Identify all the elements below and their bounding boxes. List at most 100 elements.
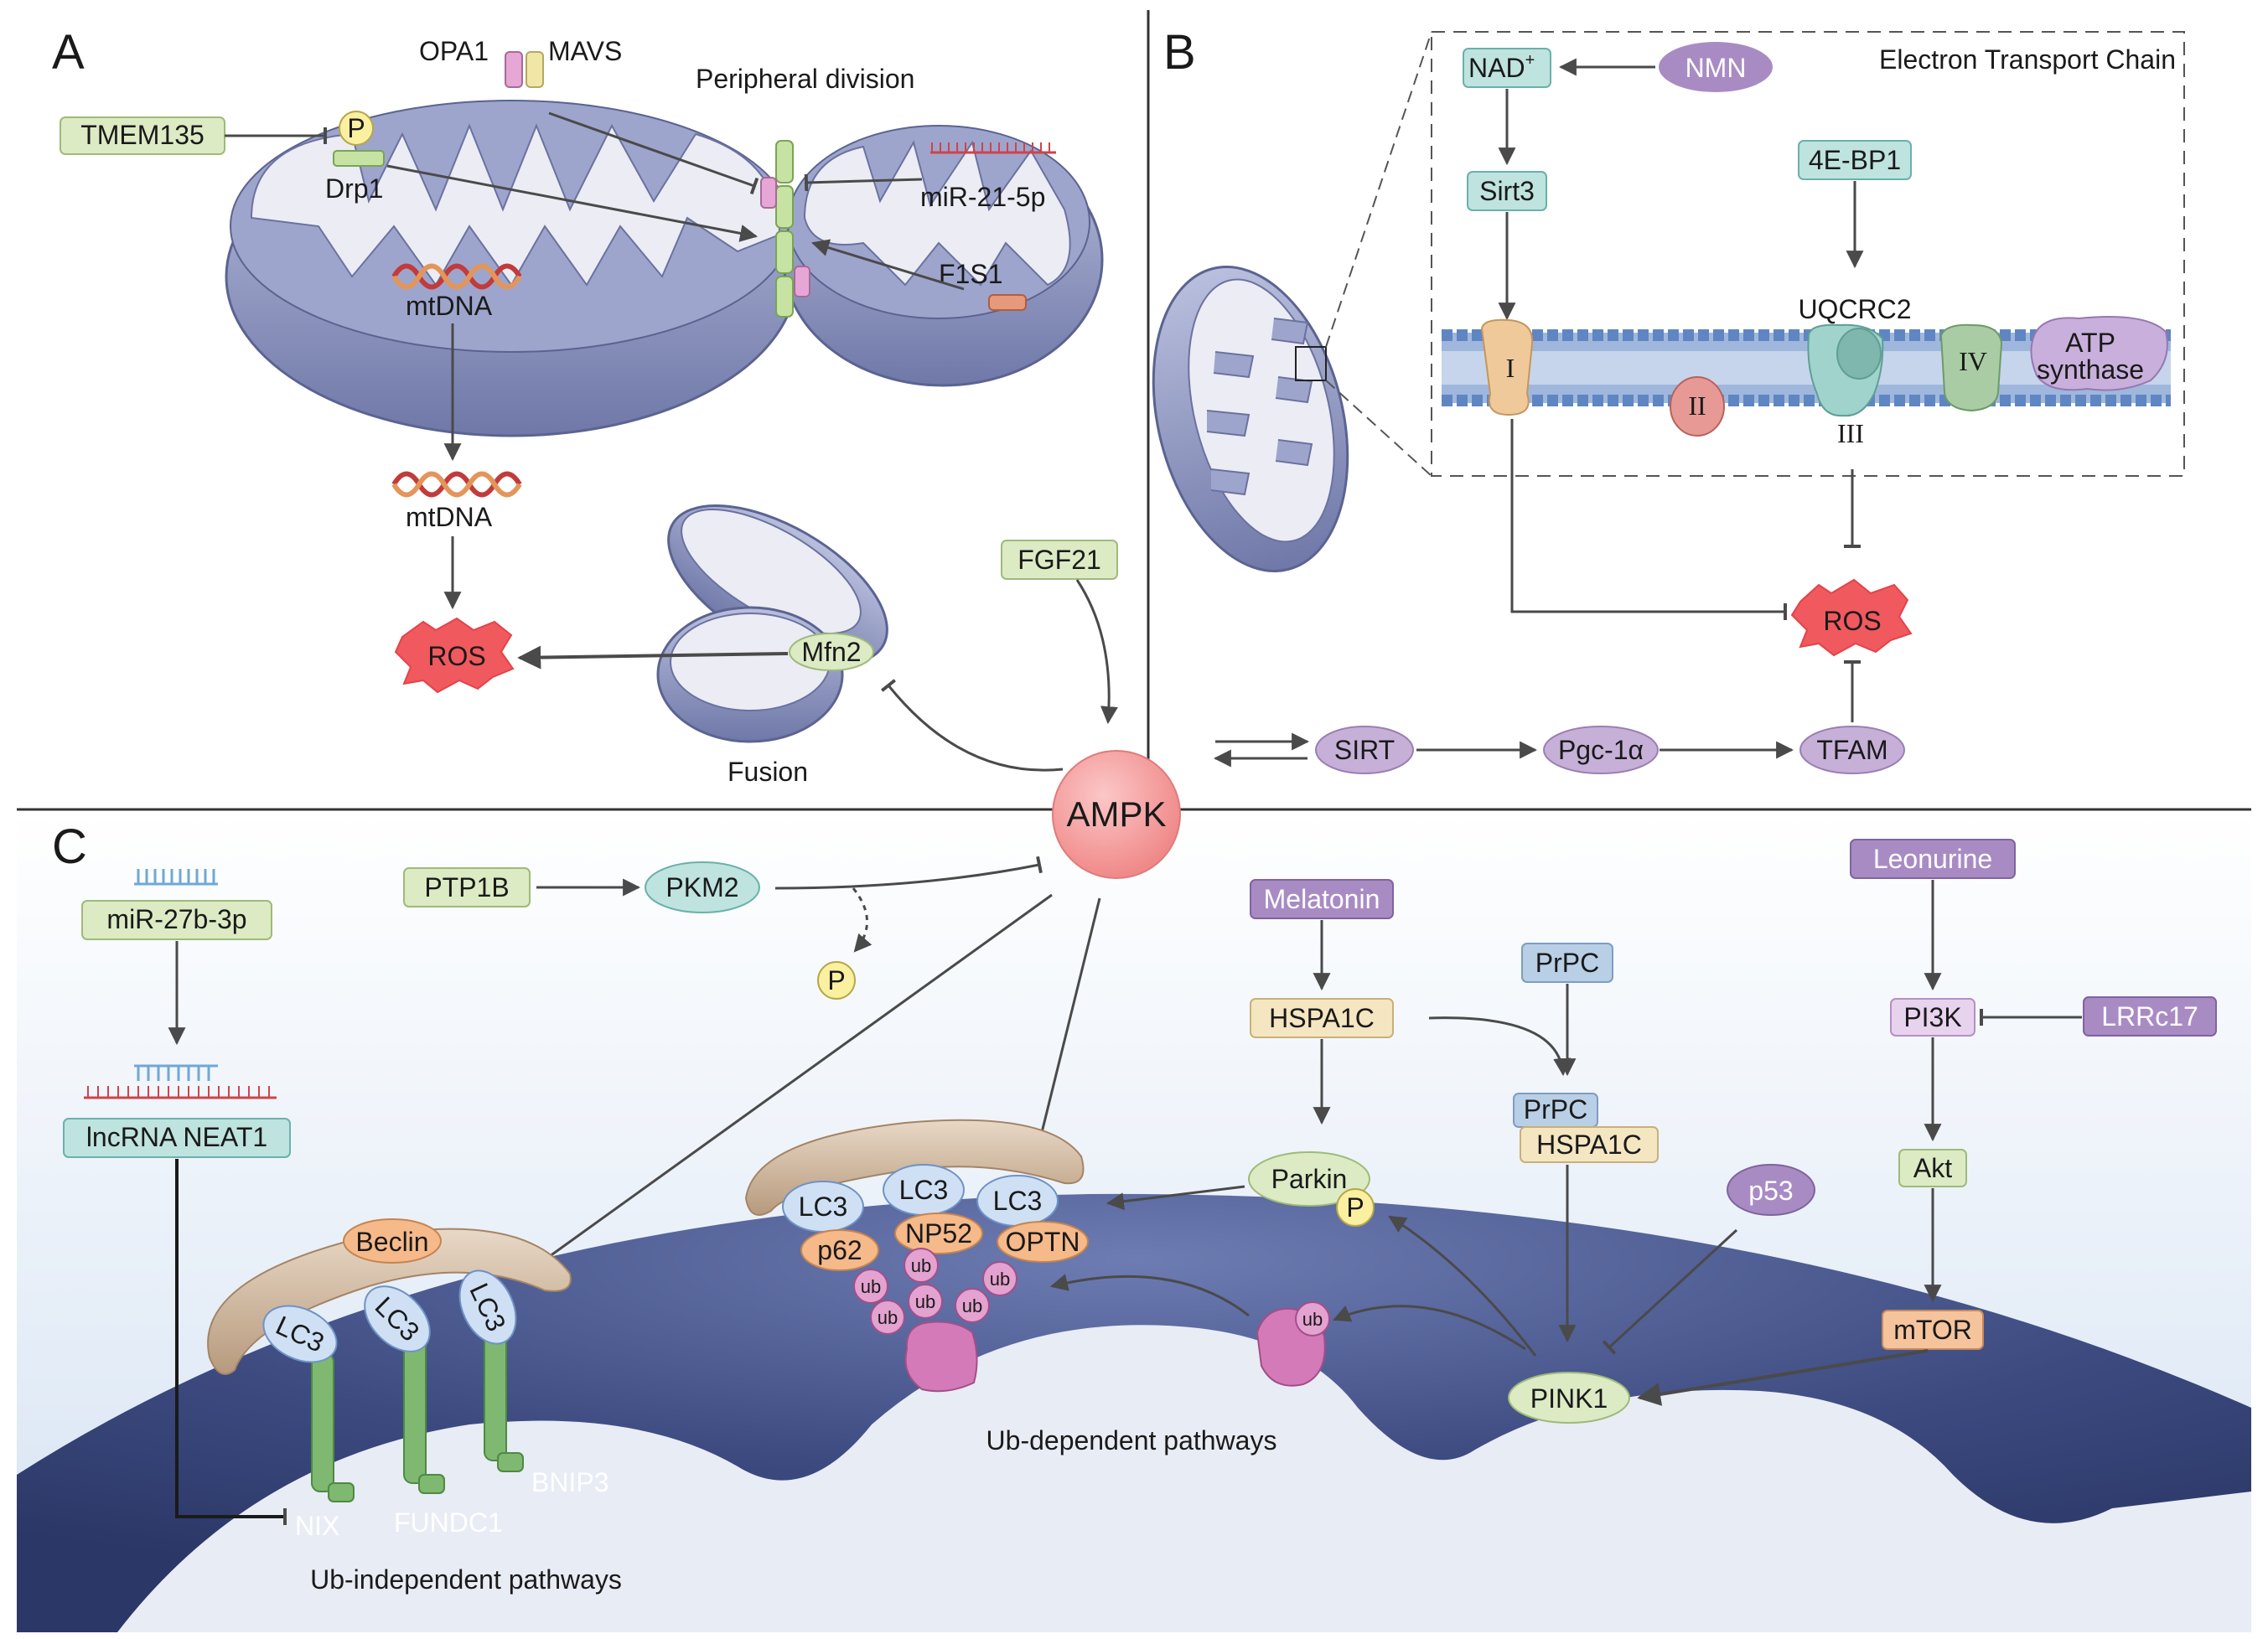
ampk-to-ub-dependent-arrow: [1028, 897, 1101, 1172]
opa1-marker: [505, 51, 523, 88]
drp1-phospho-label: P: [347, 113, 365, 143]
ub-label-7: ub: [1302, 1309, 1323, 1330]
bnip3-label: BNIP3: [531, 1467, 608, 1497]
ebp1-label: 4E-BP1: [1809, 145, 1901, 175]
complex-1-label: I: [1506, 353, 1515, 383]
drp1-ring: [760, 140, 810, 318]
ros-label-a: ROS: [427, 641, 485, 671]
ub-label-5: ub: [962, 1295, 982, 1316]
complex-1-shape: [1480, 318, 1534, 416]
hspa1c-complex-box: [1520, 1126, 1659, 1163]
nad-superscript: +: [1525, 51, 1535, 70]
p53-ellipse: [1727, 1164, 1815, 1216]
mtor-to-pink1-arrow: [1637, 1349, 1929, 1406]
ub-chain-formation-arrow: [1049, 1274, 1250, 1317]
lc3-ellipse-1: [262, 1305, 338, 1363]
ebp1-box: [1798, 140, 1912, 180]
ampk-circle: [1052, 750, 1181, 879]
drp1-phospho-circle: [339, 111, 374, 146]
pi3k-box: [1890, 998, 1975, 1037]
panel-label-a: A: [52, 25, 85, 80]
pkm2-label: PKM2: [665, 872, 738, 902]
mir27b-label: miR-27b-3p: [106, 904, 246, 934]
pink1-label: PINK1: [1530, 1383, 1608, 1414]
mitochondria-fusion: [656, 504, 888, 743]
sirt-ellipse: [1315, 726, 1414, 774]
pi3k-label: PI3K: [1903, 1002, 1961, 1032]
mavs-label: MAVS: [548, 36, 622, 66]
atp-synthase-shape: [2030, 316, 2168, 391]
mfn2-label: Mfn2: [801, 637, 861, 667]
sirt3-box: [1467, 171, 1547, 211]
hspa1c-complex-label: HSPA1C: [1536, 1130, 1642, 1160]
neat1-rna-icon: [84, 1064, 277, 1099]
panel-label-c: C: [52, 820, 87, 874]
complex-4-label: IV: [1959, 346, 1987, 376]
np52-ellipse: [894, 1212, 983, 1254]
parkin-to-adaptors-arrow: [1106, 1185, 1245, 1211]
neat1-inhibits-nix: [175, 1159, 287, 1525]
pkm2-phospho-label: P: [827, 965, 845, 995]
tfam-label: TFAM: [1816, 735, 1887, 765]
ub-label-4: ub: [915, 1291, 935, 1312]
complex-4-shape: [1939, 323, 2003, 412]
ub-cargo-protein-1: [904, 1321, 978, 1393]
prpc-complex-label: PrPC: [1524, 1094, 1587, 1125]
nmn-label: NMN: [1685, 53, 1747, 83]
akt-label: Akt: [1913, 1153, 1952, 1183]
ub-label-3: ub: [878, 1307, 898, 1328]
mtor-box: [1882, 1310, 1984, 1350]
parkin-ellipse: [1248, 1151, 1370, 1207]
mfn2-to-ros-arrow: [517, 645, 789, 670]
mitochondrion-dividing: [225, 100, 1104, 437]
complex-3-subunit: [1836, 328, 1882, 380]
f1s1-to-ring-arrow: [810, 239, 965, 291]
ptp1b-box: [403, 867, 531, 907]
mir21-label: miR-21-5p: [920, 182, 1045, 212]
mtor-label: mTOR: [1893, 1315, 1972, 1345]
neat1-box: [63, 1118, 291, 1158]
parkin-phospho-label: P: [1346, 1192, 1364, 1223]
leonurine-box: [1850, 839, 2016, 879]
tmem135-label: TMEM135: [80, 120, 205, 150]
nad-box: [1463, 48, 1551, 88]
nucleus-inner: [117, 1325, 2251, 1632]
optn-label: OPTN: [1006, 1227, 1080, 1257]
p53-label: p53: [1748, 1176, 1793, 1206]
ampk-label: AMPK: [1066, 794, 1166, 834]
p53-inhibits-pink1: [1602, 1228, 1738, 1355]
ub-label-2: ub: [911, 1255, 931, 1276]
lc3-label-6: LC3: [993, 1186, 1043, 1216]
mavs-inhibits-ring: [548, 111, 759, 195]
pkm2-inhibits-ampk: [774, 856, 1043, 890]
np52-label: NP52: [905, 1218, 972, 1249]
lc3-ellipse-2: [364, 1285, 431, 1352]
peripheral-division-label: Peripheral division: [696, 64, 914, 94]
parkin-label: Parkin: [1271, 1164, 1348, 1194]
phagophore-left: [207, 1228, 572, 1375]
fgf21-to-ampk-arrow: [1075, 579, 1118, 725]
beclin-ellipse: [343, 1218, 442, 1264]
mir21-inhibits-ring: [804, 173, 923, 192]
bnip3-receptor: [484, 1327, 524, 1472]
prpc-box: [1521, 943, 1613, 983]
zoom-line-bottom: [1325, 380, 1432, 477]
atp-label-2: synthase: [2037, 354, 2144, 385]
etc-title: Electron Transport Chain: [1879, 44, 2176, 75]
melatonin-label: Melatonin: [1264, 884, 1380, 914]
lc3-label-5: LC3: [899, 1175, 949, 1205]
pgc1a-label: Pgc-1α: [1558, 735, 1644, 765]
pink1-ellipse: [1508, 1372, 1630, 1424]
leonurine-label: Leonurine: [1873, 844, 1992, 874]
drp1-marker: [333, 150, 385, 167]
melatonin-box: [1250, 879, 1394, 919]
akt-box: [1898, 1149, 1967, 1187]
mtdna-label-1: mtDNA: [406, 291, 493, 321]
lrrc17-box: [2083, 996, 2217, 1037]
zoom-line-top: [1325, 31, 1432, 348]
nad-base: NAD: [1468, 53, 1525, 83]
mitochondrion-side: [1152, 266, 1349, 572]
nad-label: NAD+: [1468, 51, 1535, 83]
nmn-ellipse: [1659, 42, 1773, 92]
